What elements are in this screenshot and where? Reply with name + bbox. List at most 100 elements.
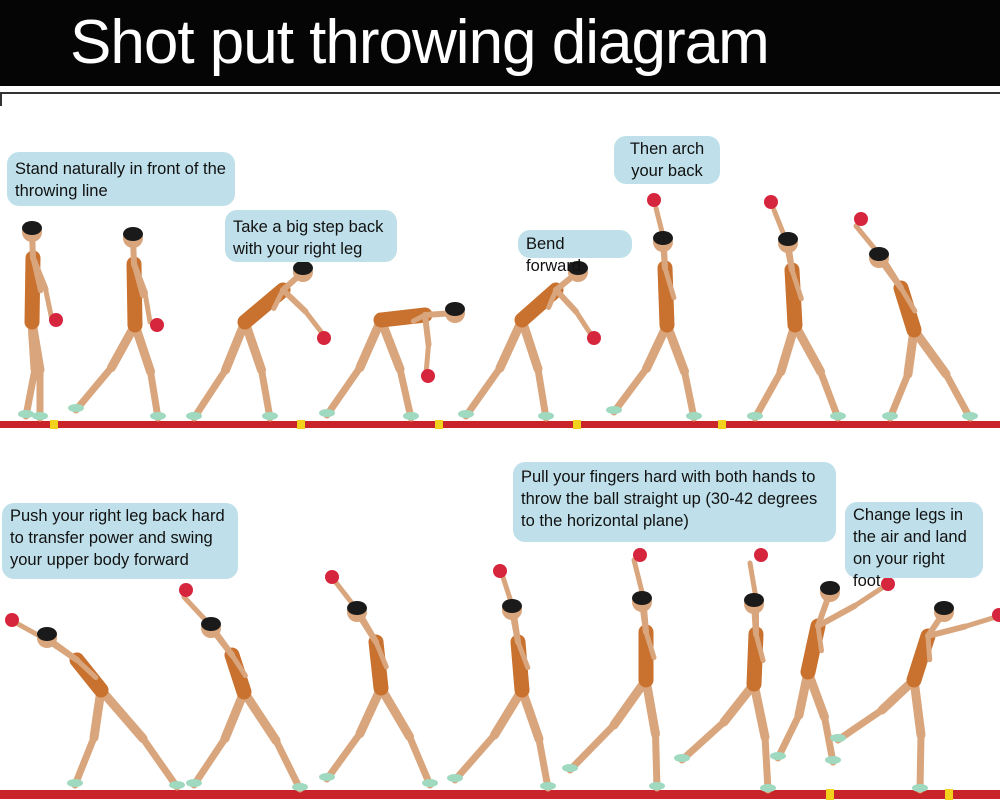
front-leg-thigh [27,317,45,375]
free-arm [925,633,933,663]
shot-put-ball [421,369,435,383]
shoe-front [830,412,846,420]
throwing-arm-upper [422,312,432,348]
shot-put-ball [587,331,601,345]
shoe-front [32,412,48,420]
back-leg-thigh [221,317,250,375]
title-divider-tick [0,92,2,106]
athlete-figure [853,212,978,422]
back-leg-shin [22,365,39,420]
hair [869,247,889,261]
caption-pull: Pull your fingers hard with both hands t… [513,462,836,542]
shot-put-ball [325,570,339,584]
back-leg-shin [751,368,785,422]
torso-suit [373,307,433,328]
free-arm [30,255,44,294]
throwing-arm-lower [423,342,431,377]
hair [293,261,313,275]
shot-put-ball [881,577,895,591]
shot-put-ball [179,583,193,597]
back-leg-shin [886,370,912,422]
free-arm [815,623,824,654]
athlete-figure [458,261,601,422]
throwing-arm-lower [142,290,153,325]
title-banner: Shot put throwing diagram [0,0,1000,86]
shoe-front [962,412,978,420]
back-leg-thigh [609,675,651,730]
shot-put-ball [633,548,647,562]
throwing-arm-upper [553,287,579,315]
back-leg-shin [451,731,498,784]
hair [653,231,673,245]
free-arm [229,652,248,679]
hair [123,227,143,241]
throwing-arm-lower [43,286,55,323]
front-leg-thigh [376,683,414,741]
shot-put-ball [5,613,19,627]
shoe-front [912,784,928,792]
free-arm [373,639,389,670]
front-leg-shin [821,713,837,766]
back-leg-shin [190,735,229,789]
front-leg-shin [534,365,550,422]
athlete-figure [319,302,465,422]
front-leg-thigh [517,315,543,374]
back-leg-thigh [220,687,249,743]
back-leg-thigh [776,320,800,376]
throwing-arm-upper [815,603,858,629]
front-leg-thigh [909,325,951,379]
free-arm [515,639,531,671]
shoe-front [403,412,419,420]
back-leg-thigh [490,685,527,740]
shoe-front [825,756,841,764]
shoe-back [830,734,846,742]
hair [778,232,798,246]
athlete-figure [830,601,1000,794]
title-divider [0,92,1000,94]
back-leg-thigh [107,320,140,372]
free-arm [74,657,99,680]
free-arm [753,631,766,663]
hair [934,601,954,615]
free-arm [898,285,918,314]
caption-stand: Stand naturally in front of the throwing… [7,152,235,206]
shoe-back [18,410,34,418]
free-arm [789,267,804,302]
caption-step-back: Take a big step back with your right leg [225,210,397,262]
torso-suit [906,628,936,688]
shoe-front [538,412,554,420]
shoe-front [686,412,702,420]
front-leg-thigh [240,317,266,375]
shoe-back [447,774,463,782]
athlete-figure [747,195,846,422]
track-marker [826,789,834,800]
hair [820,581,840,595]
front-leg-shin [761,733,772,794]
shoe-back [319,773,335,781]
athlete-figure [186,261,331,422]
shoe-front [760,784,776,792]
athlete-figure [770,577,895,766]
back-leg-shin [774,711,803,762]
shoe-back [562,764,578,772]
front-leg-shin [652,730,661,792]
free-arm [546,287,559,310]
athlete-figure [562,548,665,792]
hair [37,627,57,641]
back-leg-thigh [642,320,672,373]
back-leg-shin [834,706,886,744]
front-leg-thigh [239,687,281,745]
shoe-back [674,754,690,762]
throwing-arm-lower [631,557,646,599]
throwing-arm-lower [747,560,759,601]
track-marker [297,420,305,429]
front-leg-shin [139,735,181,791]
front-leg-shin [406,733,434,789]
front-leg-thigh [130,320,155,376]
caption-change: Change legs in the air and land on your … [845,502,983,590]
throwing-arm-upper [925,623,968,639]
shot-put-ball [317,331,331,345]
throwing-arm-lower [303,309,325,336]
shot-put-ball [754,548,768,562]
